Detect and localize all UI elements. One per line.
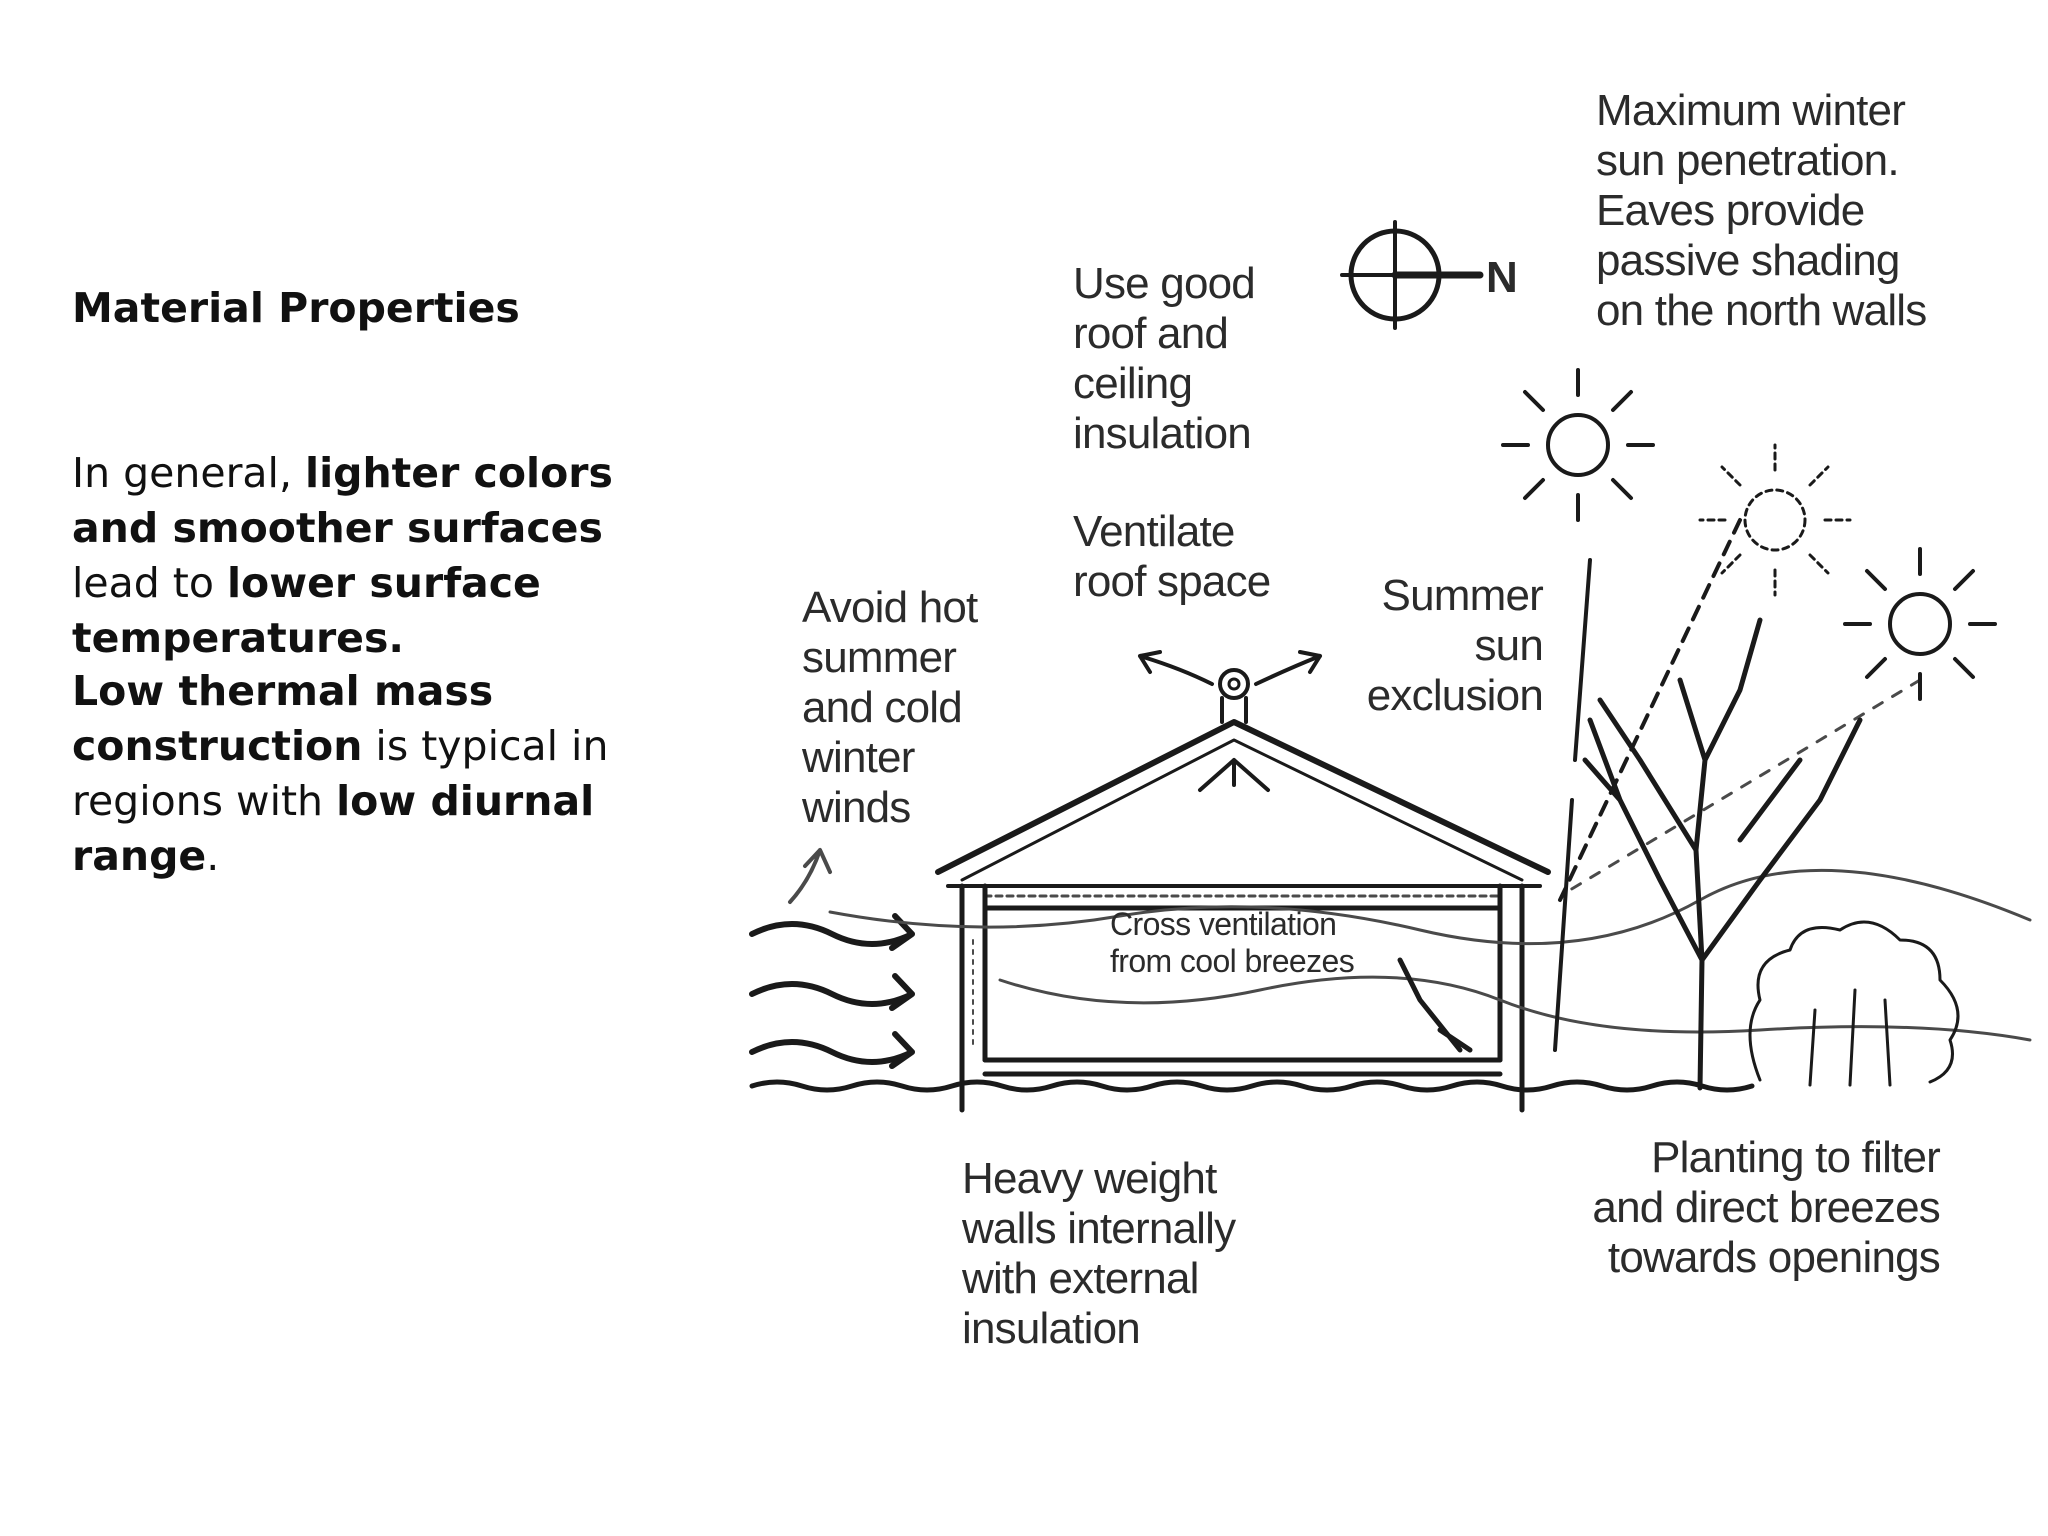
right-wall [1497, 883, 1525, 1113]
label-line: Ventilate [1073, 507, 1235, 556]
label-line: sun [1474, 621, 1543, 670]
bold-run: Low thermal mass construction [72, 667, 494, 770]
label-line: exclusion [1367, 671, 1543, 720]
wind-arrows [749, 848, 915, 1069]
text-run: In general, [72, 449, 306, 497]
breeze-flow-upper [828, 868, 2032, 946]
bold-run: lower surface temperatures. [72, 559, 541, 662]
label-line: from cool breezes [1110, 943, 1354, 979]
vent-arrow-left [1138, 650, 1214, 686]
compass-icon [1340, 220, 1484, 330]
vent-arrow-up [1198, 758, 1270, 792]
label-line: with external [961, 1254, 1199, 1303]
roof-inner-line [960, 738, 1524, 882]
vent-arrow-right [1254, 650, 1322, 686]
bold-run: lighter colors and smoother surfaces [72, 449, 613, 552]
label-line: Cross ventilation [1110, 906, 1336, 942]
label-line: summer [802, 633, 956, 682]
bold-run: low diurnal range [72, 777, 595, 880]
text-run: . [206, 832, 220, 880]
label-line: Planting to filter [1651, 1133, 1940, 1182]
shrub-icon [1748, 920, 1960, 1087]
summer-sun-ray [1553, 558, 1592, 1052]
label-line: Maximum winter [1596, 86, 1905, 135]
roof-vent-cowl [1218, 668, 1250, 700]
roof-vent [1220, 696, 1248, 724]
breeze-arrow-in [1397, 957, 1473, 1053]
paragraph-surfaces: In general, lighter colors and smoother … [72, 446, 702, 666]
sun-icon [1501, 368, 1655, 522]
label-line: insulation [1073, 409, 1251, 458]
paragraph-thermal-mass: Low thermal mass construction is typical… [72, 664, 702, 884]
label-line: Use good [1073, 259, 1255, 308]
sun-icon [1698, 443, 1852, 597]
label-line: roof and [1073, 309, 1228, 358]
text-run: lead to [72, 559, 227, 607]
ground-line [749, 1079, 1755, 1093]
roof-vent-core [1227, 677, 1241, 691]
north-label: N [1486, 253, 1517, 302]
label-line: roof space [1073, 557, 1270, 606]
label-line: on the north walls [1596, 286, 1926, 335]
text-run: is typical in regions with [72, 722, 609, 825]
low-sun-ray [1568, 678, 1922, 892]
sun-icon [1843, 547, 1997, 701]
label-line: Eaves provide [1596, 186, 1864, 235]
label-line: winter [801, 733, 915, 782]
breeze-flow-lower [998, 975, 2032, 1042]
label-line: sun penetration. [1596, 136, 1899, 185]
label-line: walls internally [961, 1204, 1236, 1253]
roof-line [935, 719, 1551, 875]
label-line: Heavy weight [962, 1154, 1217, 1203]
label-line: passive shading [1596, 236, 1900, 285]
label-line: winds [801, 783, 911, 832]
label-line: Summer [1382, 571, 1544, 620]
slide-title: Material Properties [72, 284, 520, 332]
tree-icon [1582, 617, 1863, 1091]
label-line: and direct breezes [1592, 1183, 1940, 1232]
label-line: towards openings [1608, 1233, 1940, 1282]
winter-sun-ray [1558, 518, 1742, 902]
label-line: Avoid hot [802, 583, 978, 632]
label-line: insulation [962, 1304, 1140, 1353]
left-wall [959, 883, 988, 1113]
label-line: and cold [802, 683, 962, 732]
label-line: ceiling [1073, 359, 1192, 408]
floor-slab [982, 1057, 1503, 1077]
